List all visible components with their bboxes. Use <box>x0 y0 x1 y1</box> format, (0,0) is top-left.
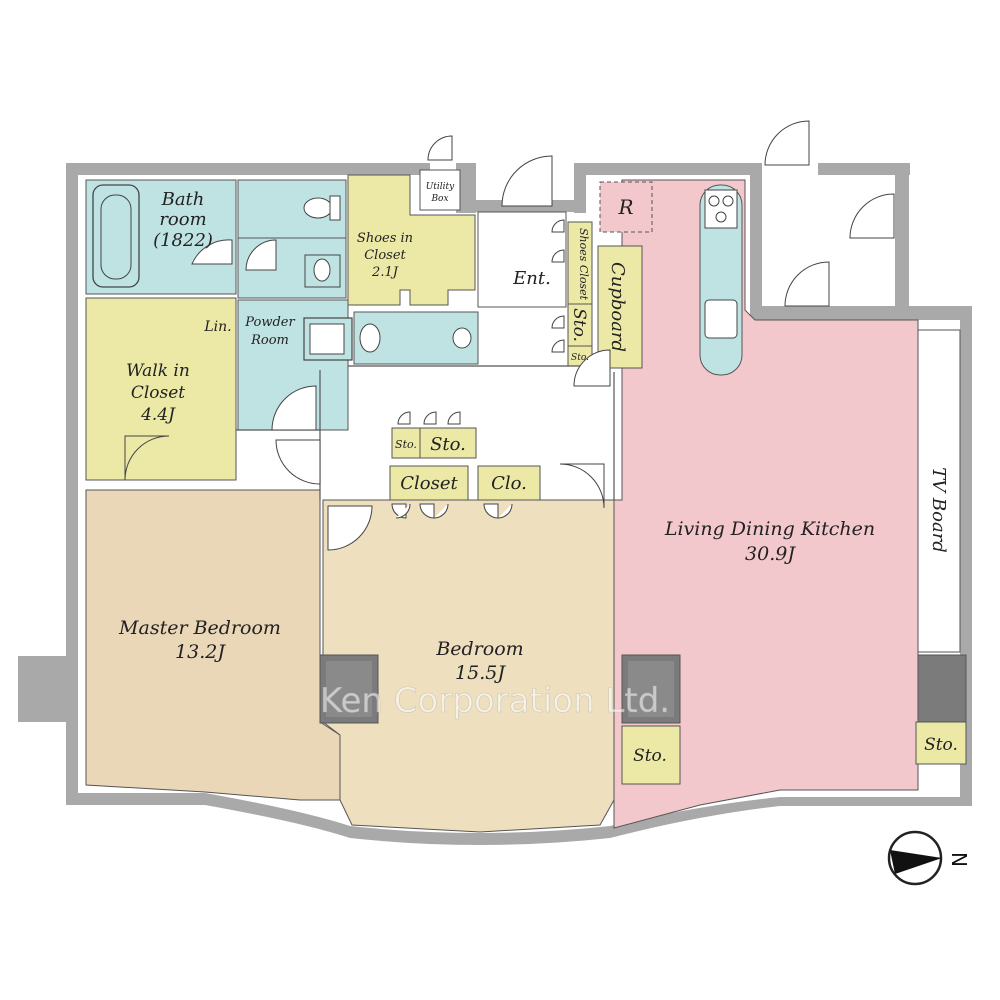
shoes-closet-label: Shoes Closet <box>577 228 590 301</box>
toilet-icon <box>303 197 333 219</box>
entrance-label: Ent. <box>512 268 551 289</box>
utility-box-label-1: Utility <box>426 182 455 192</box>
master-bedroom-size: 13.2J <box>175 641 226 663</box>
walk-in-closet-label-2: Closet <box>131 383 185 403</box>
sink-icon <box>313 258 331 282</box>
walk-in-closet-label-3: 4.4J <box>140 405 176 425</box>
bedroom-name: Bedroom <box>435 638 523 660</box>
labels: Bath room (1822) Powder Room Lin. Walk i… <box>118 182 958 766</box>
closet-doors <box>391 219 565 519</box>
walk-in-closet-area <box>85 297 237 481</box>
sto-vertical-label: Sto. <box>569 308 589 342</box>
closet-area <box>389 465 469 501</box>
compass-arrow-icon <box>890 850 942 874</box>
bedroom-size: 15.5J <box>455 662 506 684</box>
clo-area <box>477 465 541 501</box>
cupboard-label: Cupboard <box>607 262 628 352</box>
sto-small-entry-label: Sto. <box>571 353 589 363</box>
bathroom-label-2: room <box>159 209 206 230</box>
tv-board-area <box>917 329 961 653</box>
kitchen-sink-icon <box>704 299 738 339</box>
hall-sto-small-area <box>391 427 421 459</box>
column-ldk-right <box>917 654 967 724</box>
cupboard-area <box>597 245 643 369</box>
sto-ldk-area <box>915 721 967 765</box>
shoes-closet-area <box>567 221 593 305</box>
linen-label: Lin. <box>203 319 231 335</box>
hall-sto-area <box>419 427 477 459</box>
sink-icon-lower <box>452 327 472 349</box>
sto-bedroom-area <box>621 725 681 785</box>
clo-label: Clo. <box>491 473 527 494</box>
shoes-in-closet-label-3: 2.1J <box>371 265 399 280</box>
shoes-in-closet-area <box>347 174 476 306</box>
bathroom-label-3: (1822) <box>153 230 213 251</box>
utility-box-area <box>419 169 461 211</box>
bathroom-label-1: Bath <box>161 189 205 210</box>
powder-room-label-2: Room <box>250 333 289 348</box>
hall-sto-small-label: Sto. <box>395 438 417 451</box>
shoes-in-closet-label-2: Closet <box>364 248 406 263</box>
compass: N <box>887 830 971 886</box>
hall-sto-label: Sto. <box>430 434 466 455</box>
sto-bedroom-label: Sto. <box>633 746 667 766</box>
ldk-size: 30.9J <box>745 543 796 565</box>
door-swings <box>124 120 895 551</box>
toilet-icon-lower <box>359 323 381 353</box>
powder-room-label-1: Powder <box>244 315 295 330</box>
shoes-in-closet-label-1: Shoes in <box>357 231 413 246</box>
bathtub-icon <box>92 184 140 288</box>
refrigerator-label: R <box>617 195 633 219</box>
watermark-text: Ken Corporation Ltd. <box>320 681 670 721</box>
sto-ldk-label: Sto. <box>924 735 958 755</box>
compass-north-label: N <box>947 852 971 867</box>
utility-box-label-2: Box <box>430 194 448 204</box>
refrigerator-area <box>599 181 653 233</box>
tv-board-label: TV Board <box>928 467 949 553</box>
walk-in-closet-label-1: Walk in <box>126 361 190 381</box>
master-bedroom-name: Master Bedroom <box>118 617 281 639</box>
ldk-name: Living Dining Kitchen <box>664 518 875 540</box>
closet-label: Closet <box>400 473 458 494</box>
curved-window-wall <box>66 793 972 845</box>
entrance-area <box>477 211 567 308</box>
